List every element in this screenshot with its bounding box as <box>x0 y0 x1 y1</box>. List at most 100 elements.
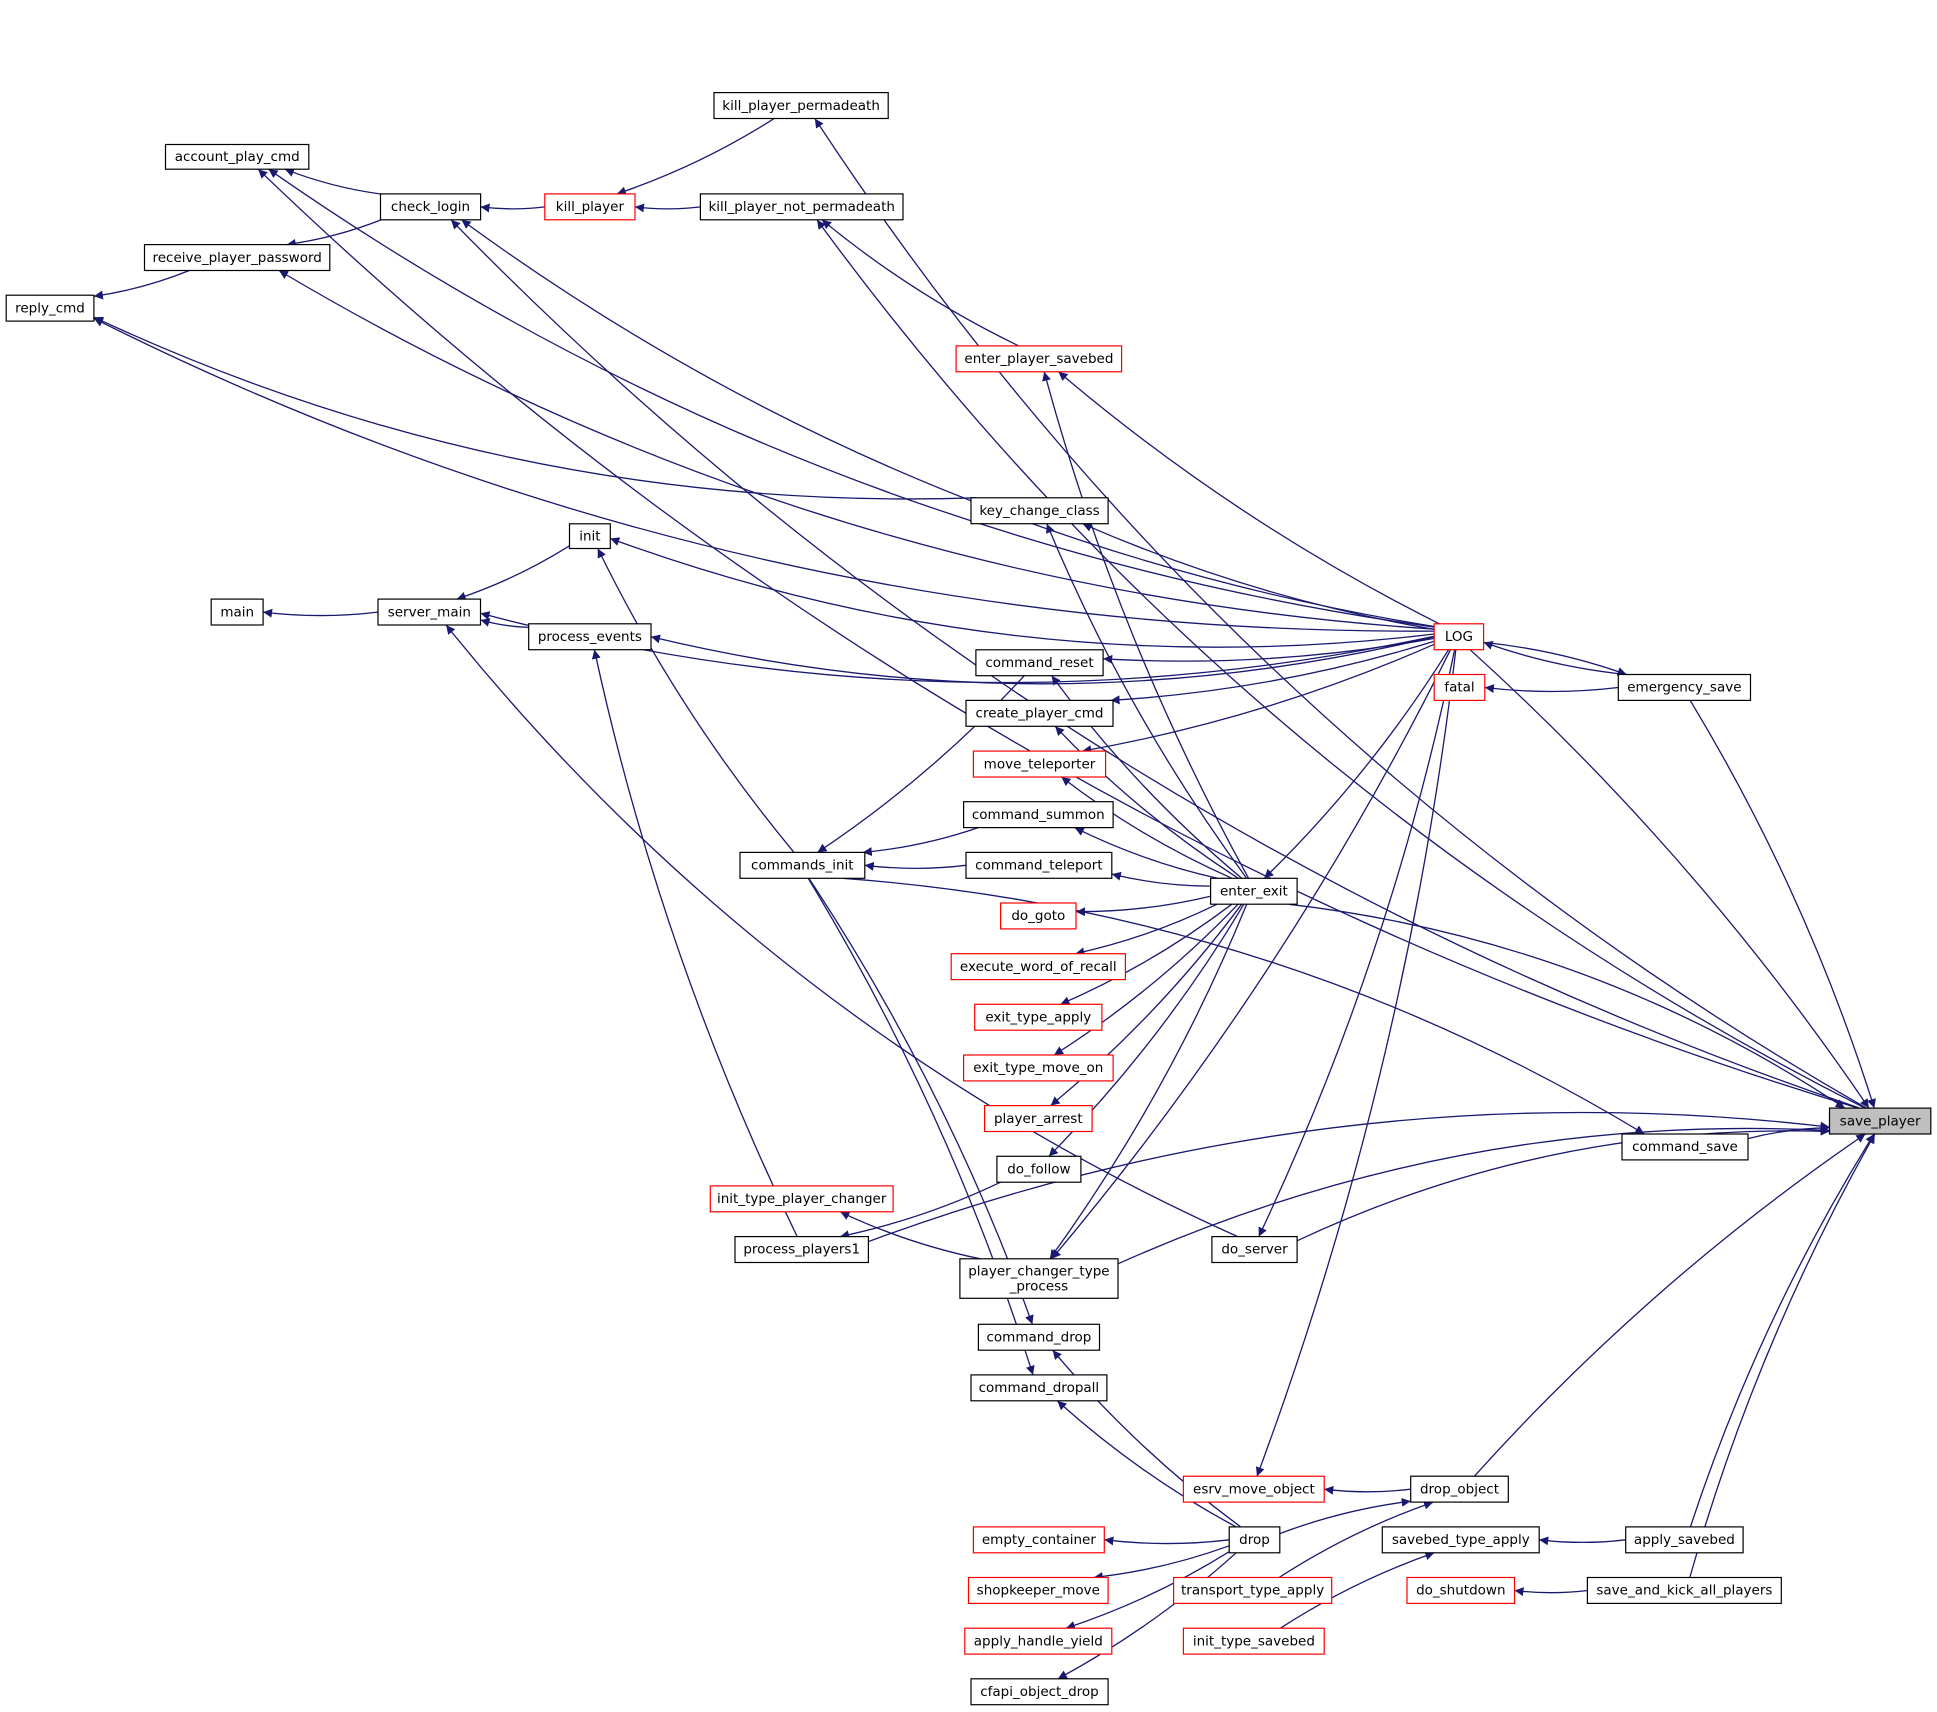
edge-shopkeeper_move-to-drop <box>1093 1545 1230 1581</box>
node-box-do_goto <box>999 902 1077 930</box>
node-enter_exit[interactable]: enter_exit <box>1209 877 1298 905</box>
node-label-transport_type_apply: transport_type_apply <box>1181 1583 1324 1599</box>
node-save_and_kick_all_players[interactable]: save_and_kick_all_players <box>1586 1576 1782 1604</box>
node-command_teleport[interactable]: command_teleport <box>965 851 1113 879</box>
node-box-command_drop <box>977 1323 1101 1351</box>
node-receive_player_password[interactable]: receive_player_password <box>143 244 331 272</box>
node-drop_object[interactable]: drop_object <box>1410 1475 1509 1503</box>
edge-kill_player-to-kill_player_not_permadeath <box>634 203 701 213</box>
node-LOG[interactable]: LOG <box>1433 623 1485 651</box>
node-exit_type_apply[interactable]: exit_type_apply <box>974 1003 1103 1031</box>
edge-commands_init-to-command_teleport <box>864 861 967 871</box>
node-account_play_cmd[interactable]: account_play_cmd <box>164 143 310 170</box>
edge-save_player-to-do_server <box>1296 1126 1830 1242</box>
node-box-player_arrest <box>983 1104 1093 1133</box>
node-do_server[interactable]: do_server <box>1211 1235 1298 1264</box>
node-init_type_savebed[interactable]: init_type_savebed <box>1182 1627 1325 1655</box>
edge-receive_player_password-to-LOG <box>278 269 1435 630</box>
node-kill_player_not_permadeath[interactable]: kill_player_not_permadeath <box>699 193 904 221</box>
node-init[interactable]: init <box>568 523 611 550</box>
edge-save_player-to-drop_object <box>1473 1133 1866 1477</box>
edge-esrv_move_object-to-drop_object <box>1324 1485 1411 1495</box>
node-reply_cmd[interactable]: reply_cmd <box>5 294 95 322</box>
edge-server_main-to-do_server <box>445 624 1238 1238</box>
node-process_events[interactable]: process_events <box>528 623 652 651</box>
node-box-key_change_class <box>970 497 1109 525</box>
edge-process_events-to-LOG <box>650 634 1435 685</box>
node-transport_type_apply[interactable]: transport_type_apply <box>1172 1576 1333 1604</box>
node-check_login[interactable]: check_login <box>379 193 482 221</box>
node-cfapi_object_drop[interactable]: cfapi_object_drop <box>970 1678 1109 1706</box>
node-exit_type_move_on[interactable]: exit_type_move_on <box>962 1054 1114 1082</box>
node-do_goto[interactable]: do_goto <box>999 902 1077 930</box>
node-command_save[interactable]: command_save <box>1621 1133 1749 1161</box>
node-box-enter_exit <box>1209 877 1298 905</box>
node-box-drop_object <box>1410 1475 1509 1503</box>
edge-command_reset-to-LOG <box>1103 637 1435 664</box>
node-emergency_save[interactable]: emergency_save <box>1617 673 1752 701</box>
node-label-esrv_move_object: esrv_move_object <box>1193 1481 1315 1497</box>
node-label-drop_object: drop_object <box>1420 1481 1499 1497</box>
node-process_players1[interactable]: process_players1 <box>734 1235 869 1264</box>
node-box-command_reset <box>975 649 1104 677</box>
edge-init-to-LOG <box>610 537 1435 648</box>
node-box-check_login <box>379 193 482 221</box>
node-save_player[interactable]: save_player <box>1828 1107 1932 1135</box>
node-command_summon[interactable]: command_summon <box>962 801 1114 829</box>
edge-execute_word_of_recall-to-enter_exit <box>1075 903 1218 957</box>
node-enter_player_savebed[interactable]: enter_player_savebed <box>955 345 1123 373</box>
node-label-receive_player_password: receive_player_password <box>153 250 322 266</box>
node-box-process_players1 <box>734 1235 869 1264</box>
node-label-do_follow: do_follow <box>1007 1161 1070 1177</box>
node-player_arrest[interactable]: player_arrest <box>983 1104 1093 1133</box>
node-label-player_changer_type_process-1: _process <box>1009 1278 1069 1294</box>
node-kill_player_permadeath[interactable]: kill_player_permadeath <box>713 91 889 120</box>
node-label-key_change_class: key_change_class <box>979 503 1099 519</box>
node-command_reset[interactable]: command_reset <box>975 649 1104 677</box>
node-player_changer_type_process[interactable]: player_changer_type_process <box>959 1258 1119 1299</box>
node-fatal[interactable]: fatal <box>1433 673 1486 701</box>
node-server_main[interactable]: server_main <box>377 598 482 626</box>
node-box-command_save <box>1621 1133 1749 1161</box>
node-box-do_shutdown <box>1406 1576 1516 1604</box>
node-create_player_cmd[interactable]: create_player_cmd <box>965 699 1114 727</box>
node-label-commands_init: commands_init <box>751 858 854 874</box>
node-key_change_class[interactable]: key_change_class <box>970 497 1109 525</box>
edges-layer <box>93 118 1876 1680</box>
node-empty_container[interactable]: empty_container <box>972 1526 1105 1554</box>
node-commands_init[interactable]: commands_init <box>739 851 866 879</box>
node-box-empty_container <box>972 1526 1105 1554</box>
edge-command_summon-to-enter_exit <box>1074 827 1218 879</box>
node-apply_savebed[interactable]: apply_savebed <box>1625 1526 1744 1554</box>
node-label-player_changer_type_process-0: player_changer_type <box>968 1263 1109 1279</box>
node-move_teleporter[interactable]: move_teleporter <box>972 750 1107 778</box>
edge-key_change_class-to-enter_exit <box>1046 523 1248 879</box>
node-label-exit_type_apply: exit_type_apply <box>985 1010 1091 1026</box>
node-box-drop <box>1228 1526 1281 1554</box>
node-drop[interactable]: drop <box>1228 1526 1281 1554</box>
node-box-init <box>568 523 611 550</box>
node-do_follow[interactable]: do_follow <box>996 1155 1082 1183</box>
edge-account_play_cmd-to-LOG <box>268 168 1435 628</box>
node-shopkeeper_move[interactable]: shopkeeper_move <box>967 1576 1109 1604</box>
node-do_shutdown[interactable]: do_shutdown <box>1406 1576 1516 1604</box>
edge-init_type_player_changer-to-player_changer_type_process <box>840 1211 981 1260</box>
node-box-savebed_type_apply <box>1381 1526 1540 1554</box>
edge-server_main-to-init <box>456 545 570 601</box>
node-box-main <box>210 598 264 626</box>
node-main[interactable]: main <box>210 598 264 626</box>
node-esrv_move_object[interactable]: esrv_move_object <box>1182 1475 1325 1503</box>
edge-kill_player_permadeath-to-save_player <box>814 118 1867 1109</box>
node-savebed_type_apply[interactable]: savebed_type_apply <box>1381 1526 1540 1554</box>
node-label-init_type_player_changer: init_type_player_changer <box>717 1191 887 1207</box>
node-box-commands_init <box>739 851 866 879</box>
node-label-emergency_save: emergency_save <box>1627 680 1741 696</box>
node-command_drop[interactable]: command_drop <box>977 1323 1101 1351</box>
node-execute_word_of_recall[interactable]: execute_word_of_recall <box>950 953 1127 981</box>
edge-create_player_cmd-to-enter_exit <box>1054 725 1239 879</box>
node-apply_handle_yield[interactable]: apply_handle_yield <box>964 1627 1113 1655</box>
node-init_type_player_changer[interactable]: init_type_player_changer <box>709 1185 894 1213</box>
node-label-command_dropall: command_dropall <box>979 1380 1100 1396</box>
node-kill_player[interactable]: kill_player <box>544 193 636 221</box>
node-command_dropall[interactable]: command_dropall <box>970 1374 1108 1402</box>
